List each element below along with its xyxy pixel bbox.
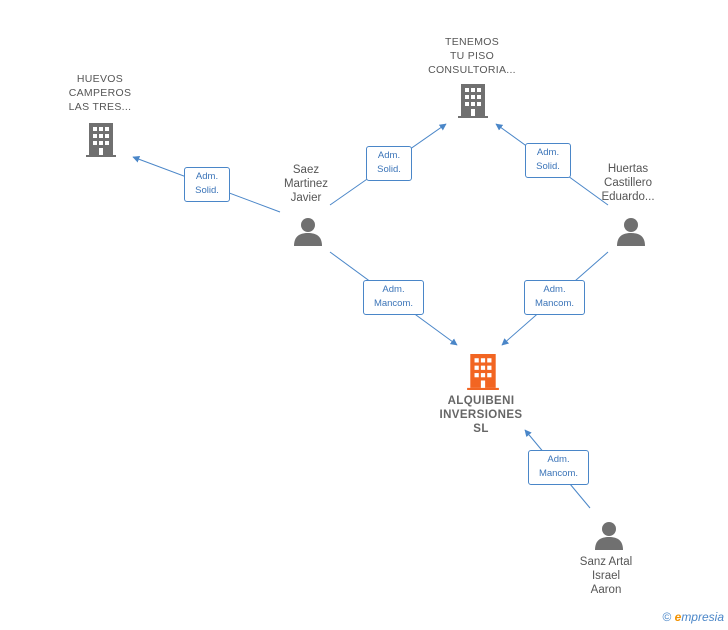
copyright-icon: © (662, 610, 672, 624)
brand-logo-initial: e (674, 610, 682, 624)
brand-logo-text: mpresia (681, 610, 724, 624)
company-label-tenemos[interactable]: TENEMOS TU PISO CONSULTORIA... (428, 36, 516, 76)
relation-label: Adm. Solid. (366, 146, 412, 181)
person-label-huertas[interactable]: Huertas Castillero Eduardo... (601, 163, 655, 203)
person-label-sanz[interactable]: Sanz Artal Israel Aaron (579, 556, 633, 596)
copyright-notice: © empresia (662, 610, 724, 624)
building-icon[interactable] (458, 84, 488, 118)
company-label-huevos[interactable]: HUEVOS CAMPEROS LAS TRES... (68, 73, 132, 113)
person-icon[interactable] (594, 520, 624, 550)
person-icon[interactable] (293, 216, 323, 246)
relation-label: Adm. Mancom. (363, 280, 424, 315)
building-icon[interactable] (86, 123, 116, 157)
main-building-icon[interactable] (467, 354, 499, 390)
relation-label: Adm. Solid. (184, 167, 230, 202)
main-company-label[interactable]: ALQUIBENI INVERSIONES SL (439, 395, 523, 435)
relation-label: Adm. Solid. (525, 143, 571, 178)
person-label-saez[interactable]: Saez Martinez Javier (283, 164, 329, 204)
person-icon[interactable] (616, 216, 646, 246)
relation-label: Adm. Mancom. (528, 450, 589, 485)
relation-label: Adm. Mancom. (524, 280, 585, 315)
